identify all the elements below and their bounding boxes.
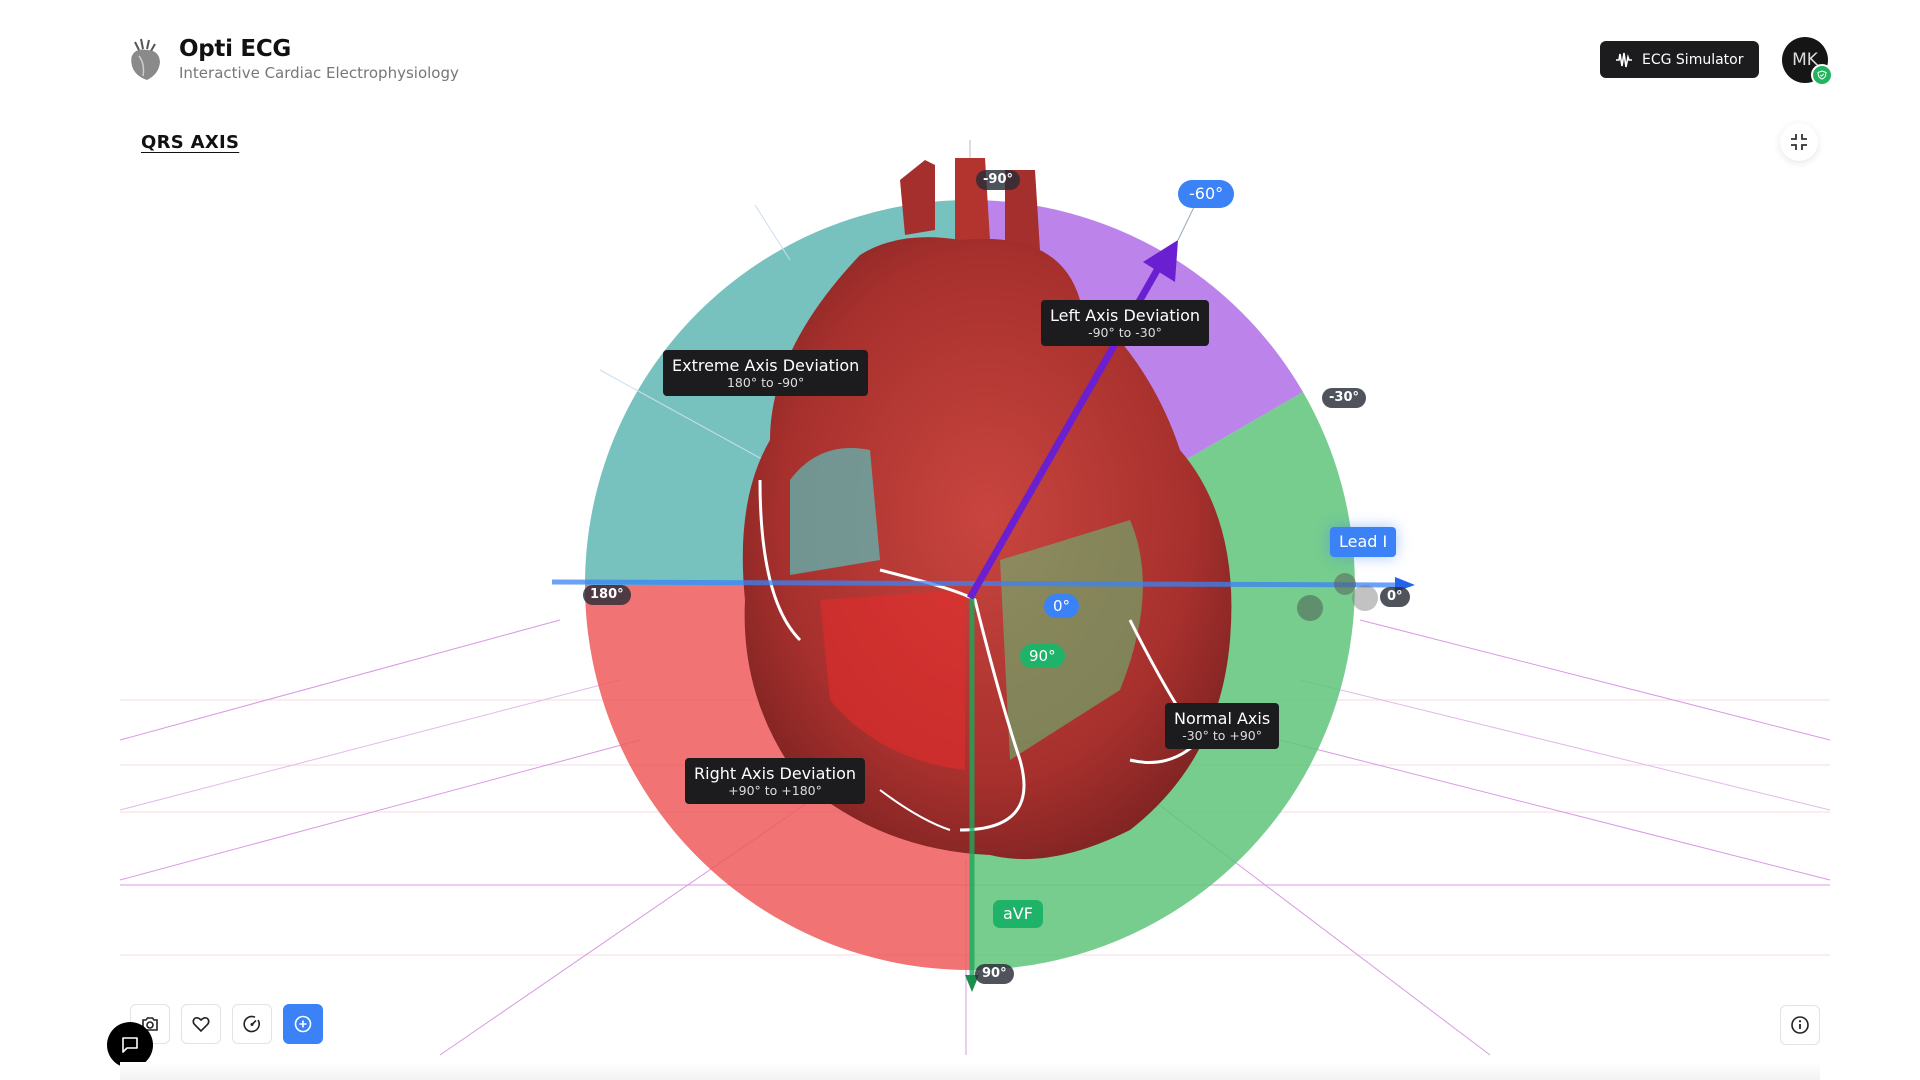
chat-icon	[122, 1037, 138, 1053]
info-button[interactable]	[1780, 1005, 1820, 1045]
avf-button[interactable]: aVF	[993, 900, 1043, 928]
lead-i-axis	[551, 573, 1415, 621]
shield-check-icon	[1811, 64, 1833, 86]
left-axis-label: Left Axis Deviation -90° to -30°	[1041, 300, 1209, 346]
app-subtitle: Interactive Cardiac Electrophysiology	[179, 64, 459, 82]
brand[interactable]: Opti ECG Interactive Cardiac Electrophys…	[125, 36, 459, 82]
center-ninety-label: 90°	[1020, 644, 1065, 668]
ecg-simulator-button[interactable]: ECG Simulator	[1600, 41, 1759, 78]
waveform-icon	[1616, 52, 1632, 67]
degree-marker-90: 90°	[975, 964, 1014, 984]
ecg-simulator-label: ECG Simulator	[1642, 51, 1744, 68]
chat-button[interactable]	[107, 1022, 153, 1068]
collapse-button[interactable]	[1780, 123, 1818, 161]
lead-i-button[interactable]: Lead I	[1330, 527, 1397, 557]
center-zero-label: 0°	[1044, 594, 1080, 618]
right-axis-label: Right Axis Deviation +90° to +180°	[685, 758, 866, 804]
bottom-toolbar	[130, 1004, 323, 1044]
current-axis-badge[interactable]: -60°	[1178, 180, 1235, 208]
app-title: Opti ECG	[179, 36, 291, 62]
app-header: Opti ECG Interactive Cardiac Electrophys…	[0, 0, 1920, 110]
gauge-icon	[243, 1015, 260, 1033]
degree-marker-180: 180°	[583, 585, 631, 605]
plus-circle-icon	[294, 1015, 312, 1033]
degree-marker-0: 0°	[1380, 587, 1410, 607]
add-button[interactable]	[283, 1004, 323, 1044]
user-avatar[interactable]: MK	[1782, 37, 1833, 86]
page-title: QRS AXIS	[141, 132, 240, 153]
bottom-shade	[120, 1062, 1820, 1080]
minimize-icon	[1791, 134, 1807, 150]
degree-marker-minus-30: -30°	[1322, 388, 1366, 408]
extreme-axis-label: Extreme Axis Deviation 180° to -90°	[663, 350, 869, 396]
degree-marker-minus-90: -90°	[976, 170, 1020, 190]
info-icon	[1791, 1016, 1809, 1034]
heart-anatomy-icon	[131, 38, 160, 80]
favorite-button[interactable]	[181, 1004, 221, 1044]
user-initials: MK	[1792, 50, 1818, 70]
gauge-button[interactable]	[232, 1004, 272, 1044]
normal-axis-label: Normal Axis -30° to +90°	[1165, 703, 1280, 749]
heart-icon	[192, 1016, 210, 1033]
